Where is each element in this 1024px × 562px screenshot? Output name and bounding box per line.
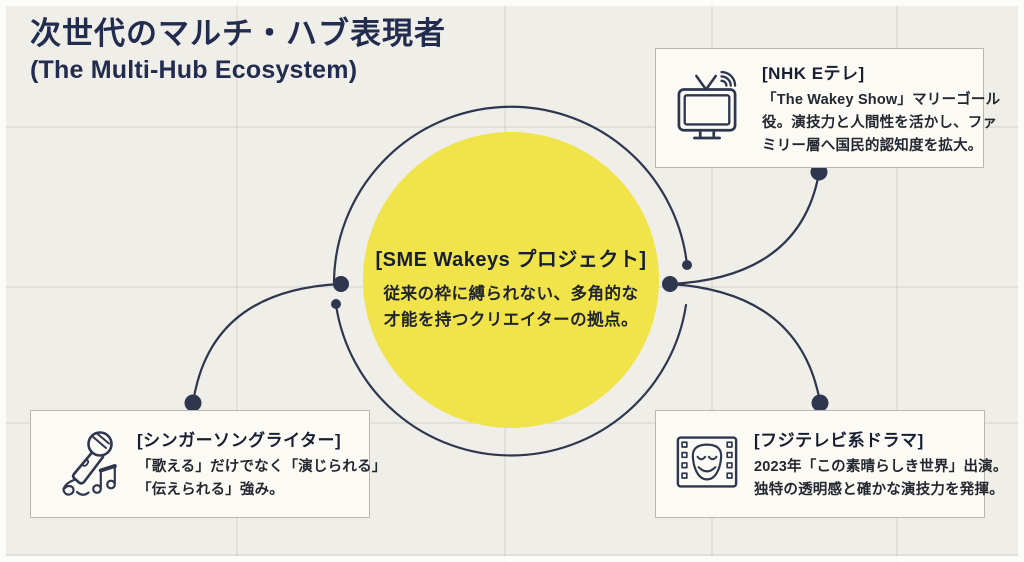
hub-line: 従来の枠に縛られない、多角的な: [383, 285, 639, 303]
page-title: 次世代のマルチ・ハブ表現者: [30, 16, 446, 51]
outer-ring-arc-top: [332, 105, 689, 285]
card-heading: [シンガーソングライター]: [137, 431, 342, 450]
page-title-block: 次世代のマルチ・ハブ表現者 (The Multi-Hub Ecosystem): [30, 14, 446, 87]
connector-to-singer: [191, 282, 343, 405]
hub-text: [SME Wakeys プロジェクト] 従来の枠に縛られない、多角的な 才能を持…: [375, 243, 646, 333]
hub-yellow-circle: [363, 132, 659, 428]
ring-end-dot-right: [682, 260, 692, 270]
connector-to-nhk: [668, 171, 821, 286]
ring-end-dot-left: [331, 299, 341, 309]
card-heading: [NHK Eテレ]: [762, 63, 865, 83]
film-theater-mask-icon: [676, 435, 738, 494]
card-dot-singer: [184, 394, 202, 412]
hub-line: 才能を持つクリエイターの拠点。: [383, 311, 639, 329]
card-line: 2023年「この素晴らしき世界」出演。: [754, 459, 1008, 475]
card-line: 「伝えられる」強み。: [137, 482, 284, 498]
card-fuji-tv-drama: [フジテレビ系ドラマ] 2023年「この素晴らしき世界」出演。 独特の透明感と確…: [655, 410, 1007, 518]
card-line: 「歌える」だけでなく「演じられる」: [137, 459, 387, 475]
card-heading: [フジテレビ系ドラマ]: [754, 431, 924, 450]
tv-broadcast-icon: [676, 69, 738, 148]
card-text: [フジテレビ系ドラマ] 2023年「この素晴らしき世界」出演。 独特の透明感と確…: [754, 426, 1008, 502]
hub-heading: [SME Wakeys プロジェクト]: [375, 249, 647, 271]
card-nhk-etele: [NHK Eテレ] 「The Wakey Show」マリーゴール 役。演技力と人…: [655, 48, 1000, 168]
outer-ring-arc-bottom: [334, 303, 688, 457]
connector-dots: [184, 163, 829, 412]
outer-ring: [332, 105, 689, 457]
card-line: ミリー層へ国民的認知度を拡大。: [762, 137, 983, 154]
card-text: [NHK Eテレ] 「The Wakey Show」マリーゴール 役。演技力と人…: [762, 59, 1000, 158]
connectors: [191, 171, 822, 405]
card-line: 独特の透明感と確かな演技力を発揮。: [754, 482, 1004, 498]
card-line: 役。演技力と人間性を活かし、ファ: [762, 114, 998, 131]
connector-to-fuji: [668, 282, 822, 404]
microphone-music-icon: [51, 425, 125, 504]
card-line: 「The Wakey Show」マリーゴール: [762, 91, 1001, 108]
hub-dot-left: [333, 276, 349, 292]
card-text: [シンガーソングライター] 「歌える」だけでなく「演じられる」 「伝えられる」強…: [137, 426, 386, 502]
page-subtitle: (The Multi-Hub Ecosystem): [30, 56, 358, 85]
card-singer-songwriter: [シンガーソングライター] 「歌える」だけでなく「演じられる」 「伝えられる」強…: [30, 410, 386, 518]
card-dot-fuji: [811, 394, 829, 412]
hub-dot-right: [662, 276, 678, 292]
